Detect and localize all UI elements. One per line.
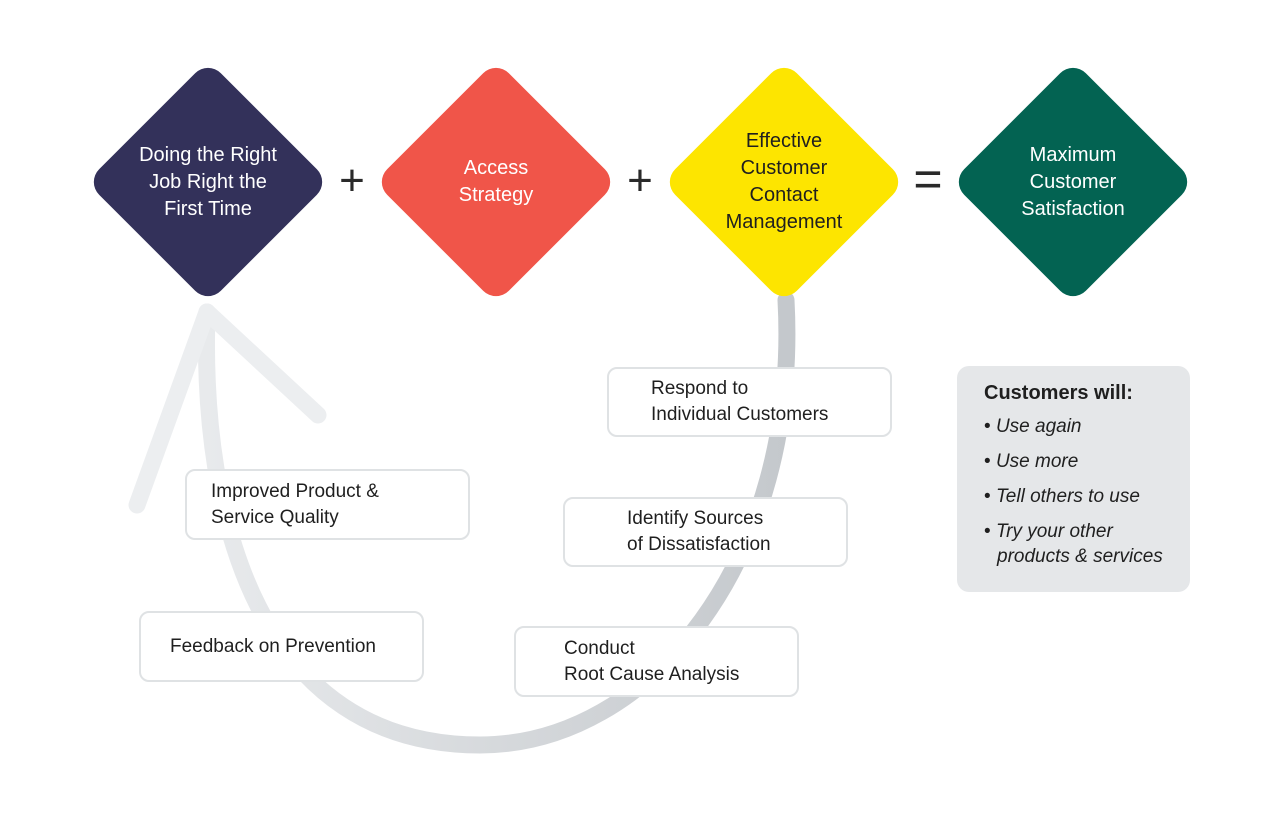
equals-operator: = — [913, 151, 943, 207]
bullet-icon: • — [984, 451, 991, 472]
outcome-text: Tell others to use — [995, 486, 1140, 507]
outcome-text: Use again — [995, 416, 1082, 437]
outcome-item: • Use more — [984, 449, 1190, 474]
step-identify-sources: Identify Sources of Dissatisfaction — [563, 497, 848, 567]
bullet-icon: • — [984, 416, 991, 437]
diamond-label: Effective Customer Contact Management — [725, 130, 843, 233]
diamond-contact-management: Effective Customer Contact Management — [661, 59, 907, 305]
diamond-maximum-satisfaction: Maximum Customer Satisfaction — [950, 59, 1196, 305]
diamond-access-strategy: Access Strategy — [373, 59, 619, 305]
bullet-icon: • — [984, 486, 991, 507]
arrowhead-right-line — [198, 303, 327, 424]
step-respond-to-customers: Respond to Individual Customers — [607, 367, 892, 437]
plus-operator: + — [627, 156, 653, 205]
diamond-label: Maximum Customer Satisfaction — [1021, 143, 1125, 220]
outcome-item: • Try your other products & services — [984, 519, 1190, 569]
step-root-cause-analysis: Conduct Root Cause Analysis — [514, 626, 799, 697]
outcomes-title: Customers will: — [984, 382, 1133, 404]
outcome-item: • Tell others to use — [984, 484, 1190, 509]
diamond-doing-right-job: Doing the Right Job Right the First Time — [85, 59, 331, 305]
step-improved-quality: Improved Product & Service Quality — [185, 469, 470, 540]
plus-operator: + — [339, 156, 365, 205]
outcome-text: Try your other products & services — [995, 521, 1163, 567]
customer-outcomes-panel: Customers will: • Use again • Use more •… — [957, 366, 1190, 592]
step-feedback-on-prevention: Feedback on Prevention — [139, 611, 424, 682]
outcome-text: Use more — [995, 451, 1079, 472]
bullet-icon: • — [984, 521, 991, 542]
arrowhead-left-line — [128, 303, 216, 514]
diamond-label: Access Strategy — [458, 157, 534, 206]
outcome-item: • Use again — [984, 414, 1190, 439]
diamond-label: Doing the Right Job Right the First Time — [139, 143, 277, 220]
